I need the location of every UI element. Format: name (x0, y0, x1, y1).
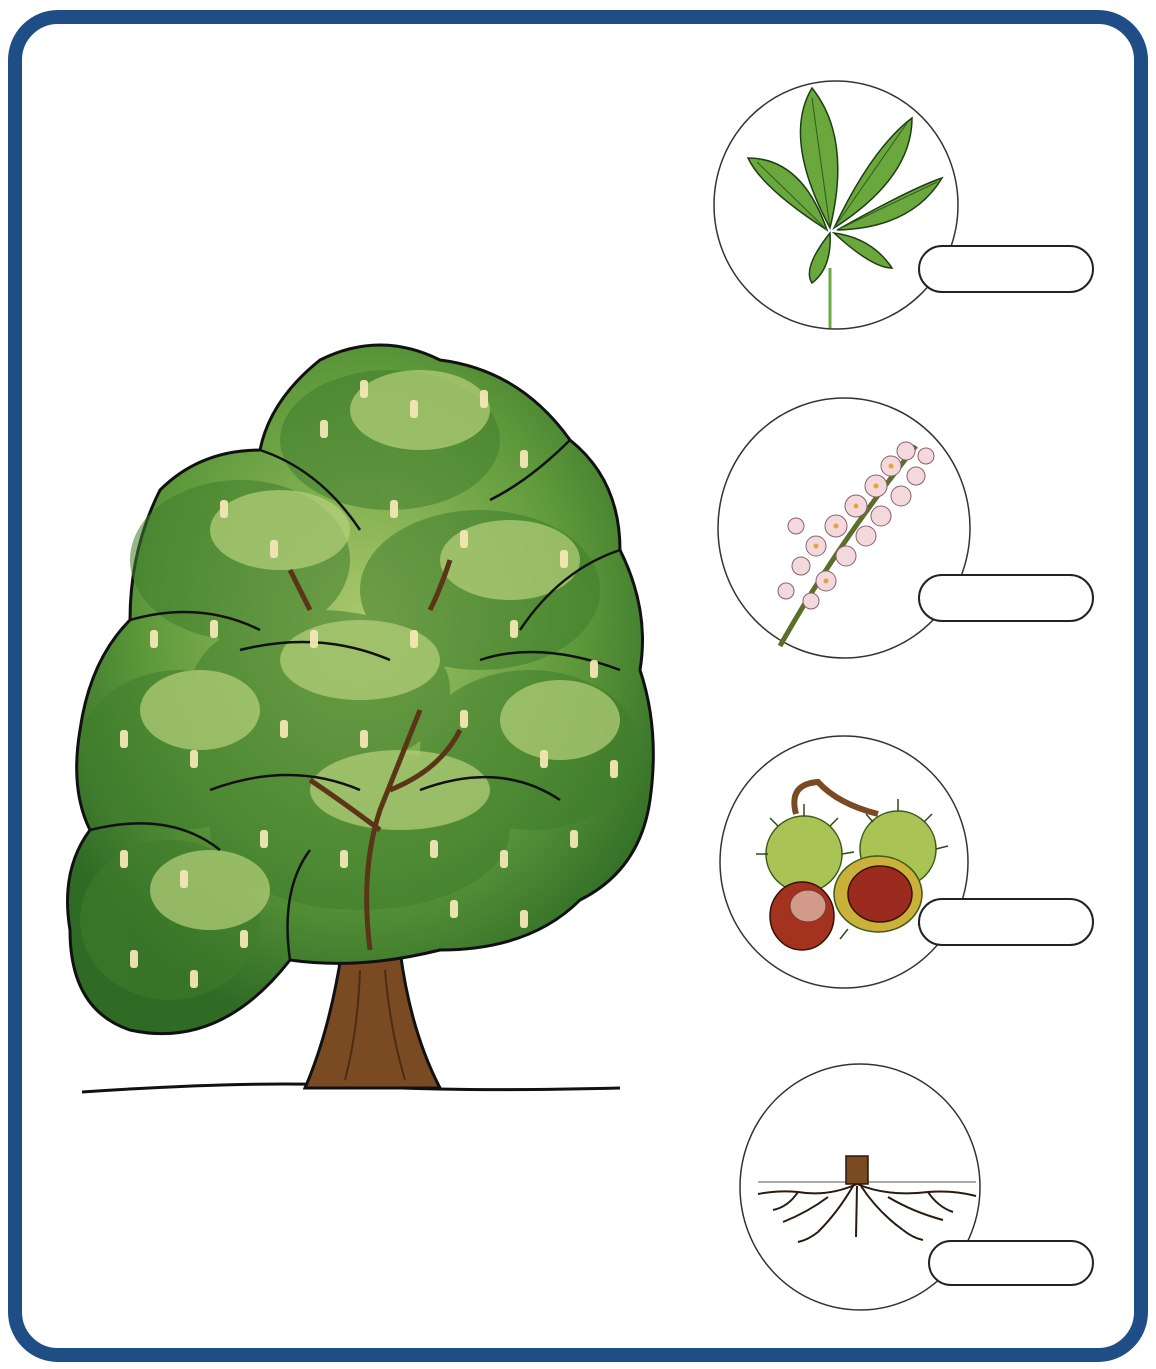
part-fruit (718, 734, 1102, 992)
leaf-label-box[interactable] (918, 245, 1094, 293)
fruit-label-box[interactable] (918, 898, 1094, 946)
flower-label-box[interactable] (918, 574, 1094, 622)
leaf-icon (712, 78, 1102, 332)
conker-fruit-icon (718, 734, 1102, 992)
part-flower (716, 396, 1102, 660)
part-leaf (712, 78, 1102, 332)
horse-chestnut-tree-icon (60, 330, 660, 1110)
part-roots (738, 1062, 1102, 1314)
roots-label-box[interactable] (928, 1240, 1094, 1286)
